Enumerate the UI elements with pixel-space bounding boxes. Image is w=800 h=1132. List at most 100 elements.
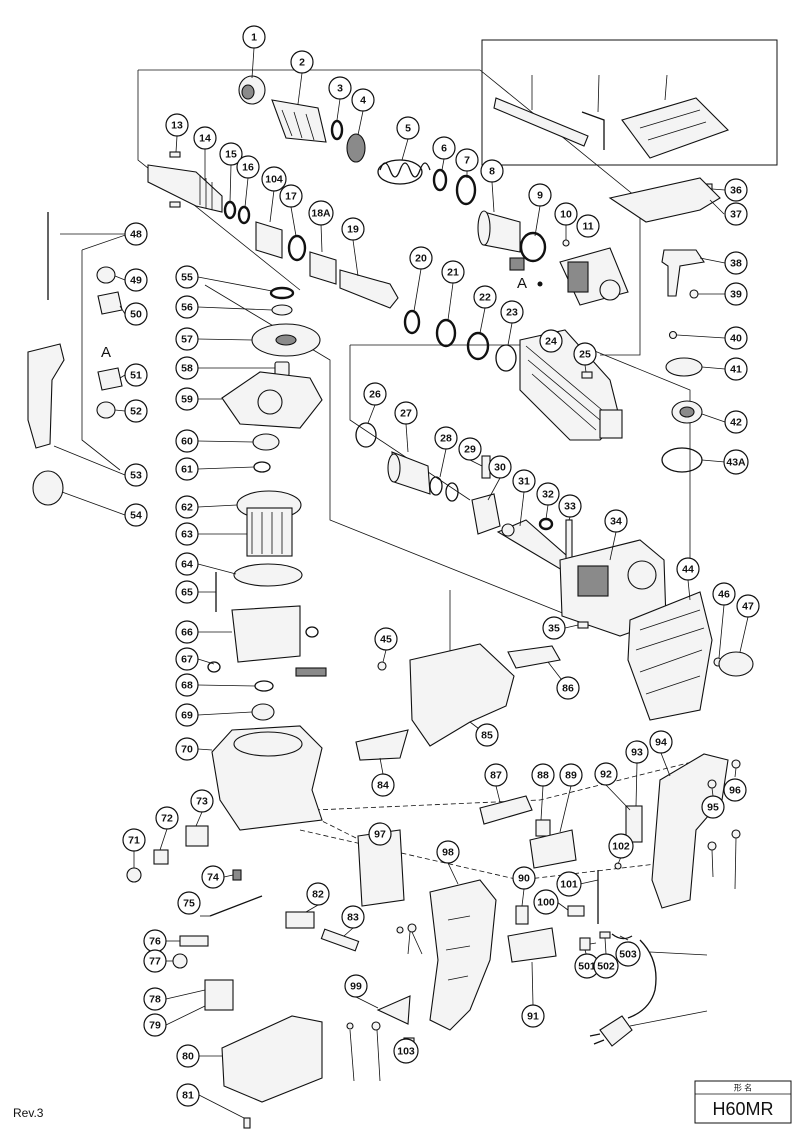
callout-circle xyxy=(143,949,167,973)
callout-number: 11 xyxy=(582,221,593,233)
callout-94: 94 xyxy=(649,730,673,754)
callout-17: 17 xyxy=(279,184,303,208)
callout-79: 79 xyxy=(143,1013,167,1037)
callout-circle xyxy=(175,295,199,319)
callout-circle xyxy=(723,449,749,475)
callout-number: 19 xyxy=(347,224,359,236)
callout-circle xyxy=(531,763,555,787)
callout-circle xyxy=(724,282,748,306)
callout-95: 95 xyxy=(701,795,725,819)
callout-501: 501 xyxy=(574,953,600,979)
callout-number: 26 xyxy=(369,389,381,401)
marker-a-handle: A xyxy=(101,344,111,361)
callout-57: 57 xyxy=(175,327,199,351)
callout-number: 13 xyxy=(171,120,183,132)
callout-91: 91 xyxy=(521,1004,545,1028)
callout-circle xyxy=(409,246,433,270)
callout-number: 67 xyxy=(181,654,193,666)
callout-number: 30 xyxy=(494,462,506,474)
callout-circle xyxy=(539,329,563,353)
callout-circle xyxy=(736,594,760,618)
callout-2: 2 xyxy=(290,50,314,74)
callout-circle xyxy=(724,357,748,381)
callout-circle xyxy=(608,833,634,859)
callout-circle xyxy=(701,795,725,819)
callout-number: 103 xyxy=(397,1046,415,1058)
callout-number: 95 xyxy=(707,802,719,814)
callout-70: 70 xyxy=(175,737,199,761)
part-callouts: 1234567891011131415161041718A19202122232… xyxy=(122,25,760,1107)
callout-number: 23 xyxy=(506,307,518,319)
callout-number: 27 xyxy=(400,408,412,420)
callout-78: 78 xyxy=(143,987,167,1011)
callout-number: 22 xyxy=(479,292,491,304)
callout-circle xyxy=(649,730,673,754)
callout-6: 6 xyxy=(432,136,456,160)
callout-circle xyxy=(432,136,456,160)
model-caption: 形 名 xyxy=(734,1083,752,1093)
callout-43A: 43A xyxy=(723,449,749,475)
callout-47: 47 xyxy=(736,594,760,618)
callout-number: 81 xyxy=(182,1090,194,1102)
callout-45: 45 xyxy=(374,627,398,651)
callout-503: 503 xyxy=(615,941,641,967)
callout-83: 83 xyxy=(341,905,365,929)
callout-66: 66 xyxy=(175,620,199,644)
callout-circle xyxy=(724,326,748,350)
callout-number: 62 xyxy=(181,502,193,514)
callout-number: 40 xyxy=(730,333,742,345)
callout-circle xyxy=(556,676,580,700)
callout-20: 20 xyxy=(409,246,433,270)
callout-circle xyxy=(175,673,199,697)
callout-84: 84 xyxy=(371,773,395,797)
callout-circle xyxy=(124,503,148,527)
callout-number: 2 xyxy=(299,57,305,69)
callout-circle xyxy=(536,482,560,506)
callout-circle xyxy=(488,455,512,479)
callout-25: 25 xyxy=(573,342,597,366)
callout-circle xyxy=(175,495,199,519)
callout-number: 44 xyxy=(682,564,694,576)
callout-number: 59 xyxy=(181,394,193,406)
callout-circle xyxy=(193,126,217,150)
callout-92: 92 xyxy=(594,762,618,786)
callout-61: 61 xyxy=(175,457,199,481)
callout-30: 30 xyxy=(488,455,512,479)
callout-number: 501 xyxy=(578,961,596,973)
callout-circle xyxy=(576,214,600,238)
callout-circle xyxy=(604,509,628,533)
callout-circle xyxy=(393,1038,419,1064)
callout-100: 100 xyxy=(533,889,559,915)
callout-number: 31 xyxy=(518,476,530,488)
callout-76: 76 xyxy=(143,929,167,953)
callout-number: 53 xyxy=(130,470,142,482)
callout-circle xyxy=(143,1013,167,1037)
callout-circle xyxy=(625,740,649,764)
callout-circle xyxy=(455,148,479,172)
callout-number: 25 xyxy=(579,349,591,361)
callout-99: 99 xyxy=(344,974,368,998)
callout-number: 64 xyxy=(181,559,193,571)
callout-circle xyxy=(480,159,504,183)
callout-29: 29 xyxy=(458,437,482,461)
callout-5: 5 xyxy=(396,116,420,140)
callout-circle xyxy=(441,260,465,284)
callout-number: 61 xyxy=(181,464,193,476)
callout-number: 502 xyxy=(597,961,615,973)
callout-103: 103 xyxy=(393,1038,419,1064)
callout-circle xyxy=(175,265,199,289)
callout-number: 65 xyxy=(181,587,193,599)
callout-circle xyxy=(219,142,243,166)
callout-circle xyxy=(484,763,508,787)
callout-number: 46 xyxy=(718,589,730,601)
callout-circle xyxy=(434,426,458,450)
callout-number: 87 xyxy=(490,770,502,782)
callout-number: 45 xyxy=(380,634,392,646)
callout-circle xyxy=(368,822,392,846)
callout-circle xyxy=(475,723,499,747)
callout-53: 53 xyxy=(124,463,148,487)
model-name: H60MR xyxy=(712,1099,773,1119)
callout-circle xyxy=(279,184,303,208)
callout-number: 104 xyxy=(265,174,283,186)
callout-number: 88 xyxy=(537,770,549,782)
